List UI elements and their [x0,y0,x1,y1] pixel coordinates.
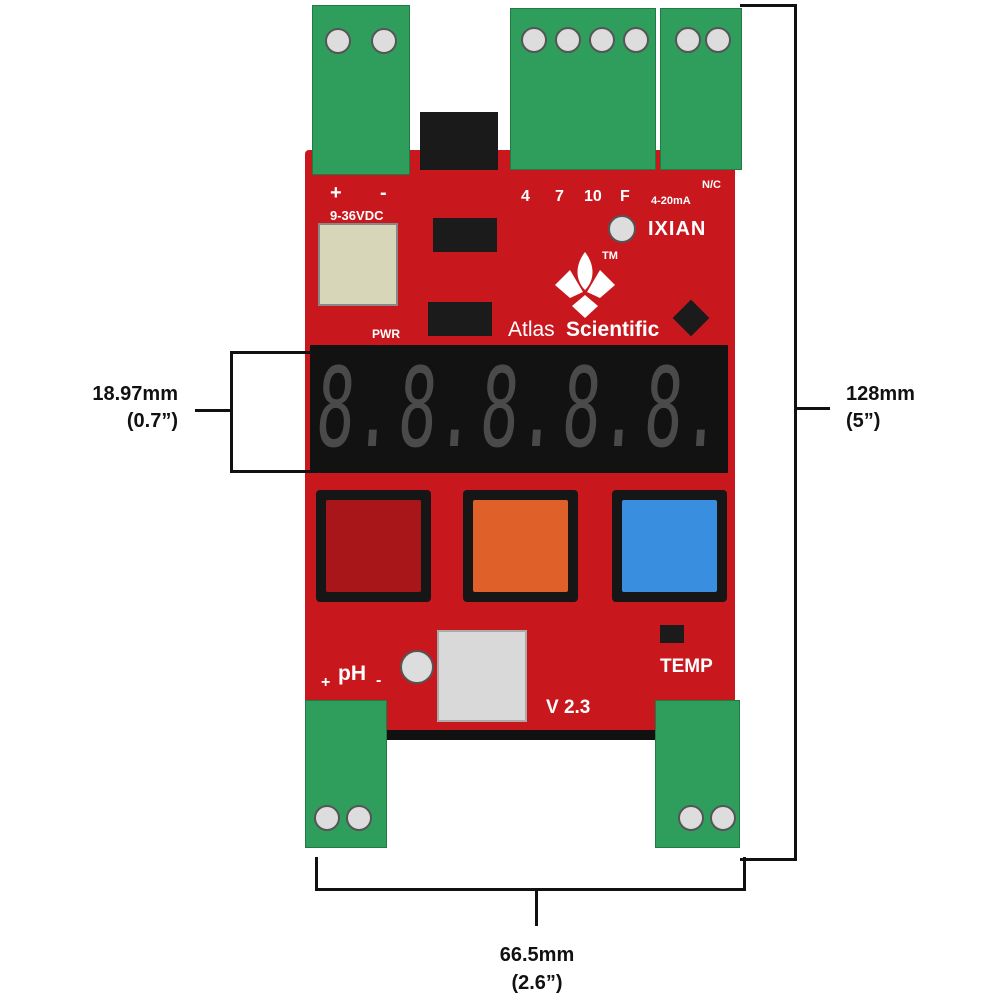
screw-icon [675,27,701,53]
display-dimension-bracket [230,351,233,473]
width-dimension-bracket [315,857,318,891]
seven-segment-display: 8. 8. 8. 8. 8. [310,345,728,473]
ph-label: pH [338,662,366,685]
temp-label: TEMP [660,656,713,677]
screw-icon [710,805,736,831]
screw-icon [678,805,704,831]
screw-icon [705,27,731,53]
power-voltage-label: 9-36VDC [330,208,384,223]
power-minus-label: - [380,182,387,204]
screw-icon [400,650,434,684]
orange-button[interactable] [463,490,578,602]
height-dimension-bracket [794,4,797,861]
height-dimension-tick [797,407,830,410]
display-digit: 8. [558,345,644,472]
red-button-face[interactable] [326,500,421,592]
display-dimension-bracket [230,470,310,473]
temp-terminal-block [655,700,740,848]
width-in-label: (2.6”) [511,972,563,994]
display-dimension-tick [195,409,230,412]
shield-can [437,630,527,722]
probe-terminal-block [510,8,656,170]
blue-button-face[interactable] [622,500,717,592]
ic-chip [660,625,684,643]
screw-icon [589,27,615,53]
screw-icon [346,805,372,831]
width-dimension-bracket [315,888,746,891]
red-button[interactable] [316,490,431,602]
dc-converter-module [318,223,398,306]
ic-chip [428,302,492,336]
brand-bold: Scientific [566,318,660,341]
screw-icon [623,27,649,53]
din-rail-clip [387,730,655,740]
atlas-logo-icon [555,252,615,318]
power-terminal-block [312,5,410,175]
screw-icon [371,28,397,54]
screw-icon [555,27,581,53]
pin-label-4: 4 [521,188,530,205]
height-in-label: (5”) [846,410,881,432]
trademark-label: TM [602,250,618,262]
ixian-logo: IXIAN [648,218,707,240]
display-digit: 8. [476,345,562,472]
width-dimension-tick [535,891,538,926]
display-digit: 8. [312,345,398,472]
screw-icon [314,805,340,831]
analog-terminal-block [660,8,742,170]
brand-light: Atlas [508,318,555,341]
ph-terminal-block [305,700,387,848]
orange-button-face[interactable] [473,500,568,592]
power-plus-label: + [330,182,342,204]
ic-chip [433,218,497,252]
pwr-label: PWR [372,327,400,341]
display-digit: 8. [640,345,726,472]
version-label: V 2.3 [546,697,591,718]
analog-label: 4-20mA [651,195,691,207]
pin-label-f: F [620,188,630,205]
relay-component [420,112,498,170]
display-digit: 8. [394,345,480,472]
screw-icon [325,28,351,54]
width-dimension-bracket [743,857,746,891]
height-dimension-bracket [740,858,797,861]
height-dimension-bracket [740,4,797,7]
screw-icon [608,215,636,243]
display-in-label: (0.7”) [126,410,178,432]
pin-label-10: 10 [584,188,602,205]
pin-label-7: 7 [555,188,564,205]
blue-button[interactable] [612,490,727,602]
width-mm-label: 66.5mm [499,944,575,966]
ph-minus-label: - [376,672,382,689]
nc-label: N/C [702,179,721,191]
height-mm-label: 128mm [846,383,915,405]
ph-plus-label: + [321,674,331,691]
display-dimension-bracket [230,351,310,354]
screw-icon [521,27,547,53]
display-mm-label: 18.97mm [92,383,178,405]
